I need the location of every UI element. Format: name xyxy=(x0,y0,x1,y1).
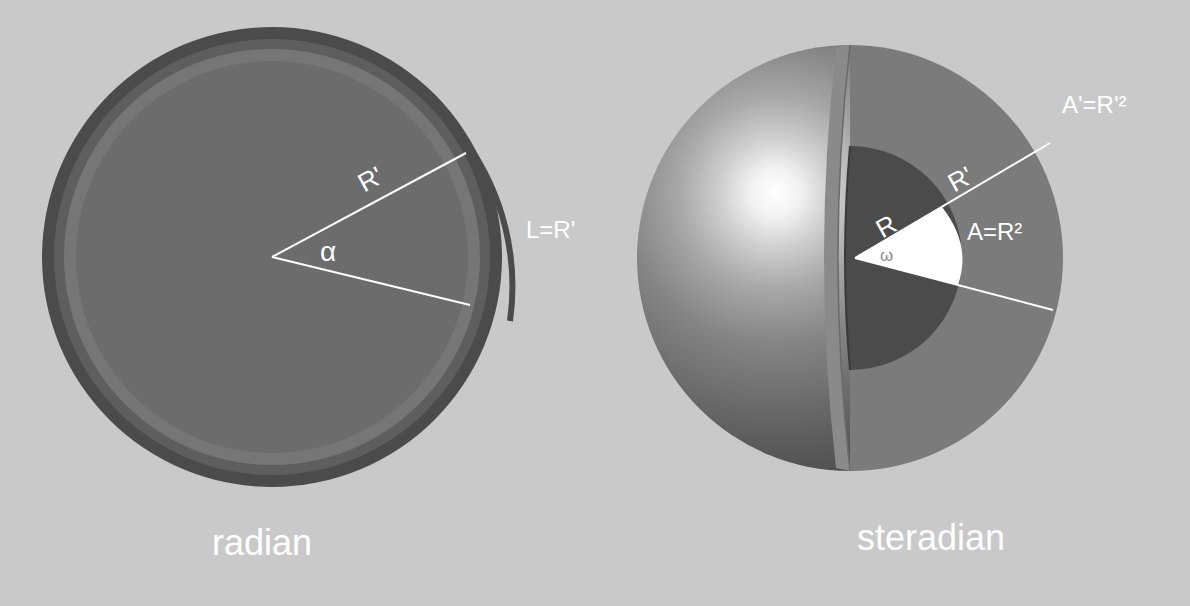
area-label: A'=R'² xyxy=(1062,93,1127,117)
area-label: A=R² xyxy=(967,220,1022,244)
radian-disc xyxy=(42,27,512,487)
unit-caption: radian xyxy=(212,525,312,561)
angle-label: α xyxy=(320,238,336,266)
angle-label: ω xyxy=(880,247,893,264)
steradian-sphere xyxy=(637,45,1063,471)
unit-caption: steradian xyxy=(857,520,1005,556)
arc-length-label: L=R' xyxy=(526,218,575,242)
